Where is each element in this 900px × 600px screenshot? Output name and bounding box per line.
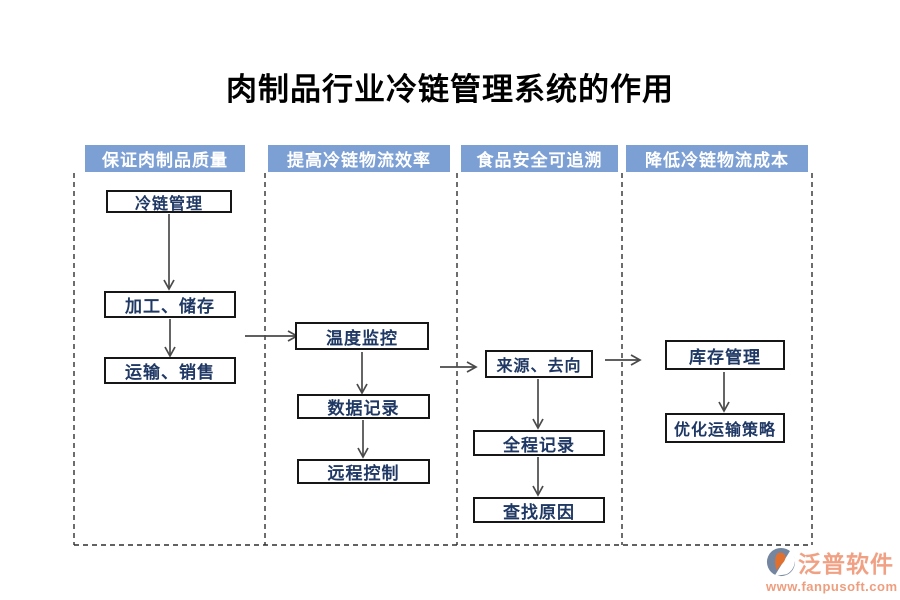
flow-box-remote-control: 远程控制 [297,459,430,484]
flow-arrows [163,214,730,497]
flow-box-optimize-transport-strategy: 优化运输策略 [665,413,785,443]
right-arrow-col3-to-inventory [605,354,642,366]
fanpu-logo-text: 泛普软件 [798,551,894,577]
down-arrow-coldchain-to-processing [163,214,175,291]
fanpu-logo-row: 泛普软件 [766,545,894,579]
page-title: 肉制品行业冷链管理系统的作用 [226,72,674,107]
right-arrow-col2-to-source [440,361,478,373]
fanpu-logo-icon [766,547,796,577]
down-arrow-temperature-to-data [356,352,368,395]
header-reduce-logistics-cost: 降低冷链物流成本 [626,145,808,172]
fanpu-logo: 泛普软件 www.fanpusoft.com [766,545,897,594]
flow-box-cold-chain-management: 冷链管理 [106,190,232,213]
down-arrow-source-to-record [532,379,544,430]
down-arrow-record-to-cause [532,457,544,497]
flow-box-data-recording: 数据记录 [297,394,430,419]
flow-box-full-process-record: 全程记录 [473,430,605,456]
flow-box-find-cause: 查找原因 [473,497,605,523]
down-arrow-data-to-remote [357,420,369,459]
fanpu-logo-url: www.fanpusoft.com [766,579,898,594]
right-arrow-col1-to-temperature [245,330,299,342]
flow-box-source-destination: 来源、去向 [485,350,593,378]
flow-box-temperature-monitoring: 温度监控 [295,322,429,350]
down-arrow-processing-to-transport [164,319,176,358]
header-improve-logistics-efficiency: 提高冷链物流效率 [268,145,450,172]
down-arrow-inventory-to-optimize [718,372,730,413]
header-ensure-meat-quality: 保证肉制品质量 [85,145,245,172]
flow-box-transport-sales: 运输、销售 [104,357,236,384]
flow-box-inventory-management: 库存管理 [665,340,785,370]
flow-box-processing-storage: 加工、储存 [104,291,236,318]
header-food-safety-traceability: 食品安全可追溯 [461,145,618,172]
